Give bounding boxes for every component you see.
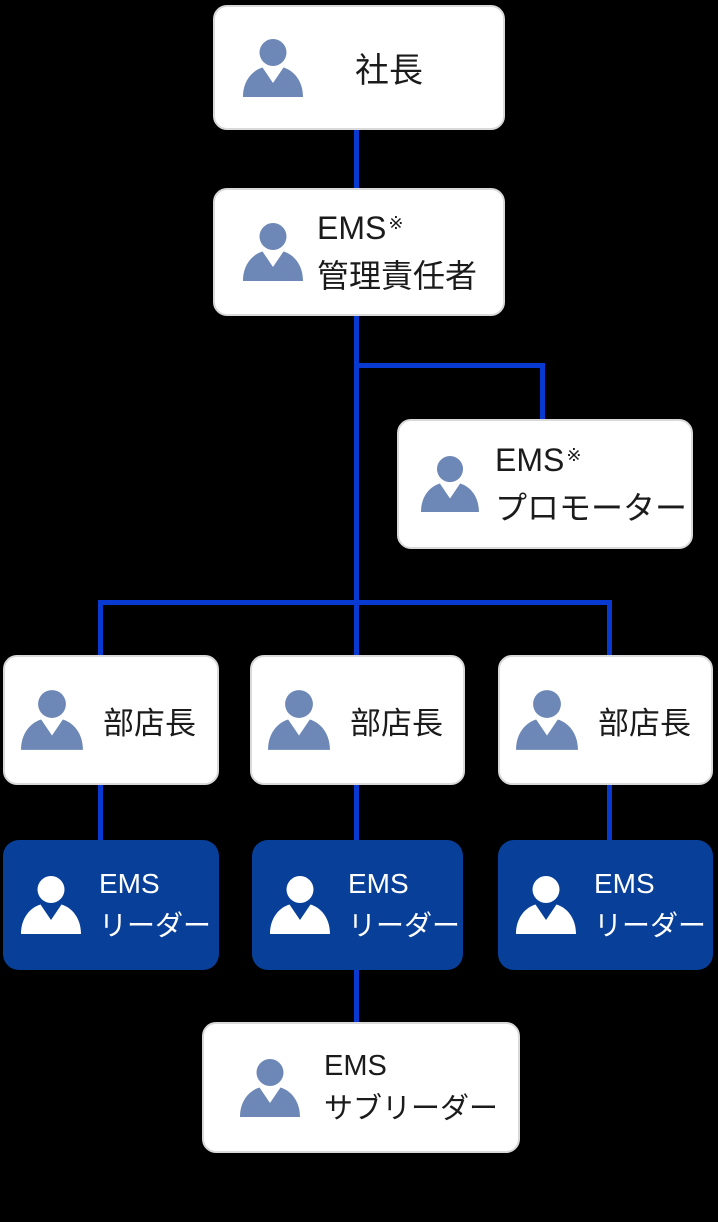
- node-label: EMS※ プロモーター: [495, 439, 687, 530]
- node-branch-manager-3: 部店長: [498, 655, 713, 785]
- person-icon: [241, 223, 305, 281]
- node-ems-leader-3: EMS リーダー: [498, 840, 713, 970]
- node-label: 社長: [355, 43, 423, 92]
- connector-leader2-subleader: [354, 970, 359, 1022]
- node-label: 部店長: [103, 698, 196, 743]
- connector-drop-left: [98, 602, 103, 655]
- node-label: EMS※ 管理責任者: [317, 207, 477, 298]
- node-title: 社長: [355, 52, 423, 90]
- person-icon: [19, 690, 85, 750]
- reference-mark: ※: [566, 445, 582, 466]
- person-icon: [19, 876, 83, 934]
- connector-promoter-branch-horizontal: [354, 363, 545, 368]
- person-icon: [238, 1058, 302, 1117]
- node-title-line2: 管理責任者: [317, 257, 478, 294]
- node-ems-subleader: EMS サブリーダー: [202, 1022, 520, 1153]
- node-ems-leader-1: EMS リーダー: [3, 840, 219, 970]
- connector-distribution-horizontal: [98, 600, 612, 605]
- connector-bm2-leader2: [354, 785, 359, 840]
- node-ems-leader-2: EMS リーダー: [252, 840, 463, 970]
- node-label: 部店長: [598, 698, 691, 743]
- node-title-line1: EMS※: [317, 207, 477, 255]
- node-title: 部店長: [598, 705, 691, 741]
- node-title-line1: EMS: [324, 1049, 387, 1082]
- person-icon: [266, 690, 332, 750]
- node-ems-manager: EMS※ 管理責任者: [213, 188, 505, 316]
- person-icon: [514, 690, 580, 750]
- node-label: 部店長: [350, 698, 443, 743]
- person-icon: [514, 876, 578, 934]
- connector-trunk-vertical: [354, 316, 359, 655]
- node-label: EMS リーダー: [348, 863, 460, 947]
- node-title-line1: EMS: [99, 868, 160, 899]
- node-ems-promoter: EMS※ プロモーター: [397, 419, 693, 549]
- node-branch-manager-1: 部店長: [3, 655, 219, 785]
- node-title: 部店長: [103, 705, 196, 741]
- person-icon: [268, 876, 332, 934]
- node-title-line1: EMS※: [495, 439, 687, 487]
- connector-promoter-branch-vertical: [540, 363, 545, 419]
- node-title-line2: リーダー: [348, 910, 461, 941]
- node-title-line2: リーダー: [594, 910, 707, 941]
- connector-bm1-leader1: [98, 785, 103, 840]
- node-title-line2: プロモーター: [495, 489, 688, 526]
- node-title: 部店長: [350, 705, 443, 741]
- node-branch-manager-2: 部店長: [250, 655, 465, 785]
- node-president: 社長: [213, 5, 505, 130]
- connector-president-manager: [354, 130, 359, 188]
- node-label: EMS リーダー: [594, 863, 706, 947]
- person-icon: [419, 456, 481, 512]
- connector-bm3-leader3: [607, 785, 612, 840]
- connector-drop-right: [607, 602, 612, 655]
- reference-mark: ※: [388, 213, 404, 234]
- node-title-text: EMS: [495, 441, 565, 478]
- node-title-line1: EMS: [594, 868, 655, 899]
- person-icon: [241, 38, 305, 97]
- node-title-line2: サブリーダー: [324, 1092, 499, 1125]
- node-label: EMS リーダー: [99, 863, 211, 947]
- node-title-line2: リーダー: [99, 910, 212, 941]
- node-title-line1: EMS: [348, 868, 409, 899]
- node-label: EMS サブリーダー: [324, 1045, 498, 1131]
- node-title-text: EMS: [317, 209, 387, 246]
